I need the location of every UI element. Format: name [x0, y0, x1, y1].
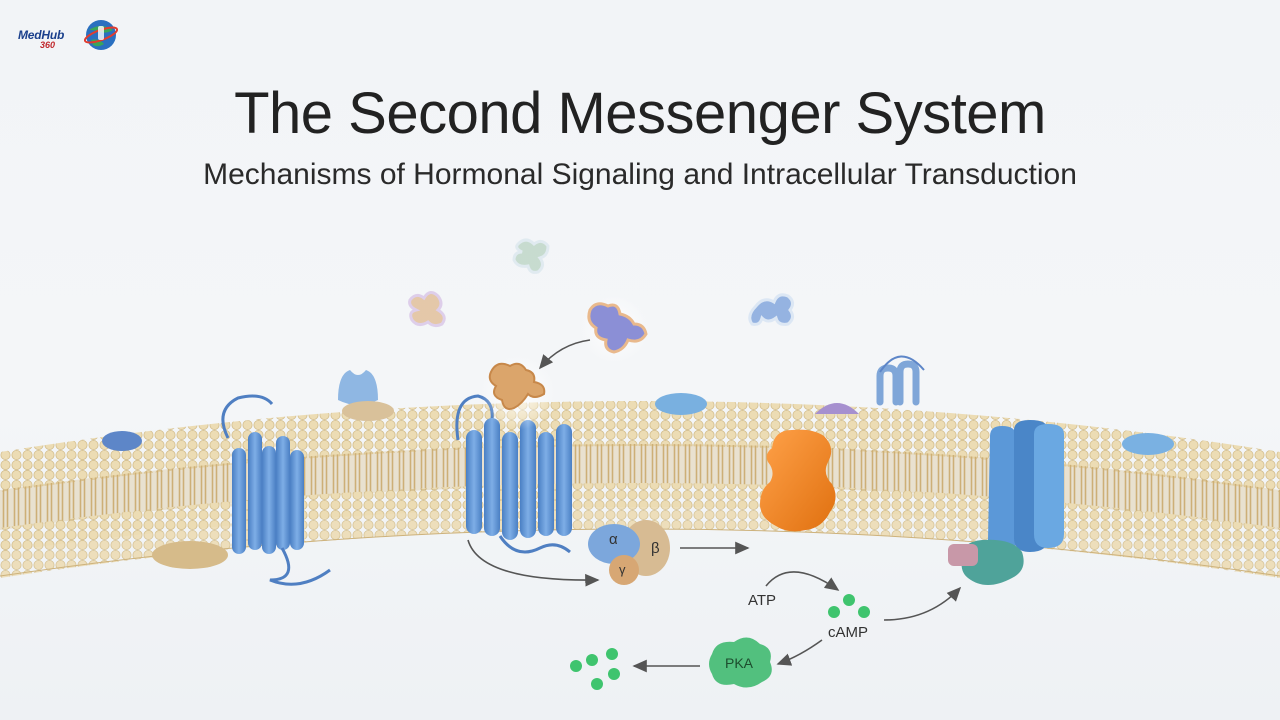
hormone-bound	[480, 354, 556, 430]
logo-wordmark: MedHub	[18, 28, 65, 42]
logo-suffix: 360	[40, 40, 56, 50]
ion-channel	[988, 420, 1064, 554]
adenylyl-cyclase	[760, 429, 836, 532]
surface-proteins	[102, 355, 1174, 569]
camp-to-channel-arrow	[883, 586, 962, 621]
receptor-to-gprotein-arrow	[467, 539, 600, 587]
g-alpha-label: α	[609, 531, 618, 548]
lipid-bilayer	[0, 401, 1280, 578]
camp-to-pka-arrow	[776, 639, 823, 666]
gpcr-receptor-left	[221, 394, 331, 586]
page-title: The Second Messenger System	[234, 81, 1046, 146]
free-hormones	[408, 238, 795, 364]
pka-enzyme	[709, 637, 772, 688]
gpcr-receptor-active	[455, 394, 572, 554]
medhub-logo: MedHub 360	[18, 18, 118, 58]
camp-molecules	[828, 594, 870, 618]
protein-kinase-target	[948, 539, 1024, 585]
phosphorylated-products	[570, 648, 620, 690]
pka-label: PKA	[725, 655, 754, 671]
g-gamma-label: γ	[619, 562, 626, 577]
atp-to-camp-arrow	[765, 571, 840, 591]
globe-icon	[84, 20, 118, 50]
binding-arrow	[538, 339, 591, 370]
g-beta-label: β	[651, 540, 660, 557]
camp-label: cAMP	[828, 624, 869, 641]
g-protein-complex	[588, 520, 670, 585]
page-subtitle: Mechanisms of Hormonal Signaling and Int…	[203, 158, 1077, 191]
atp-label: ATP	[748, 592, 777, 609]
